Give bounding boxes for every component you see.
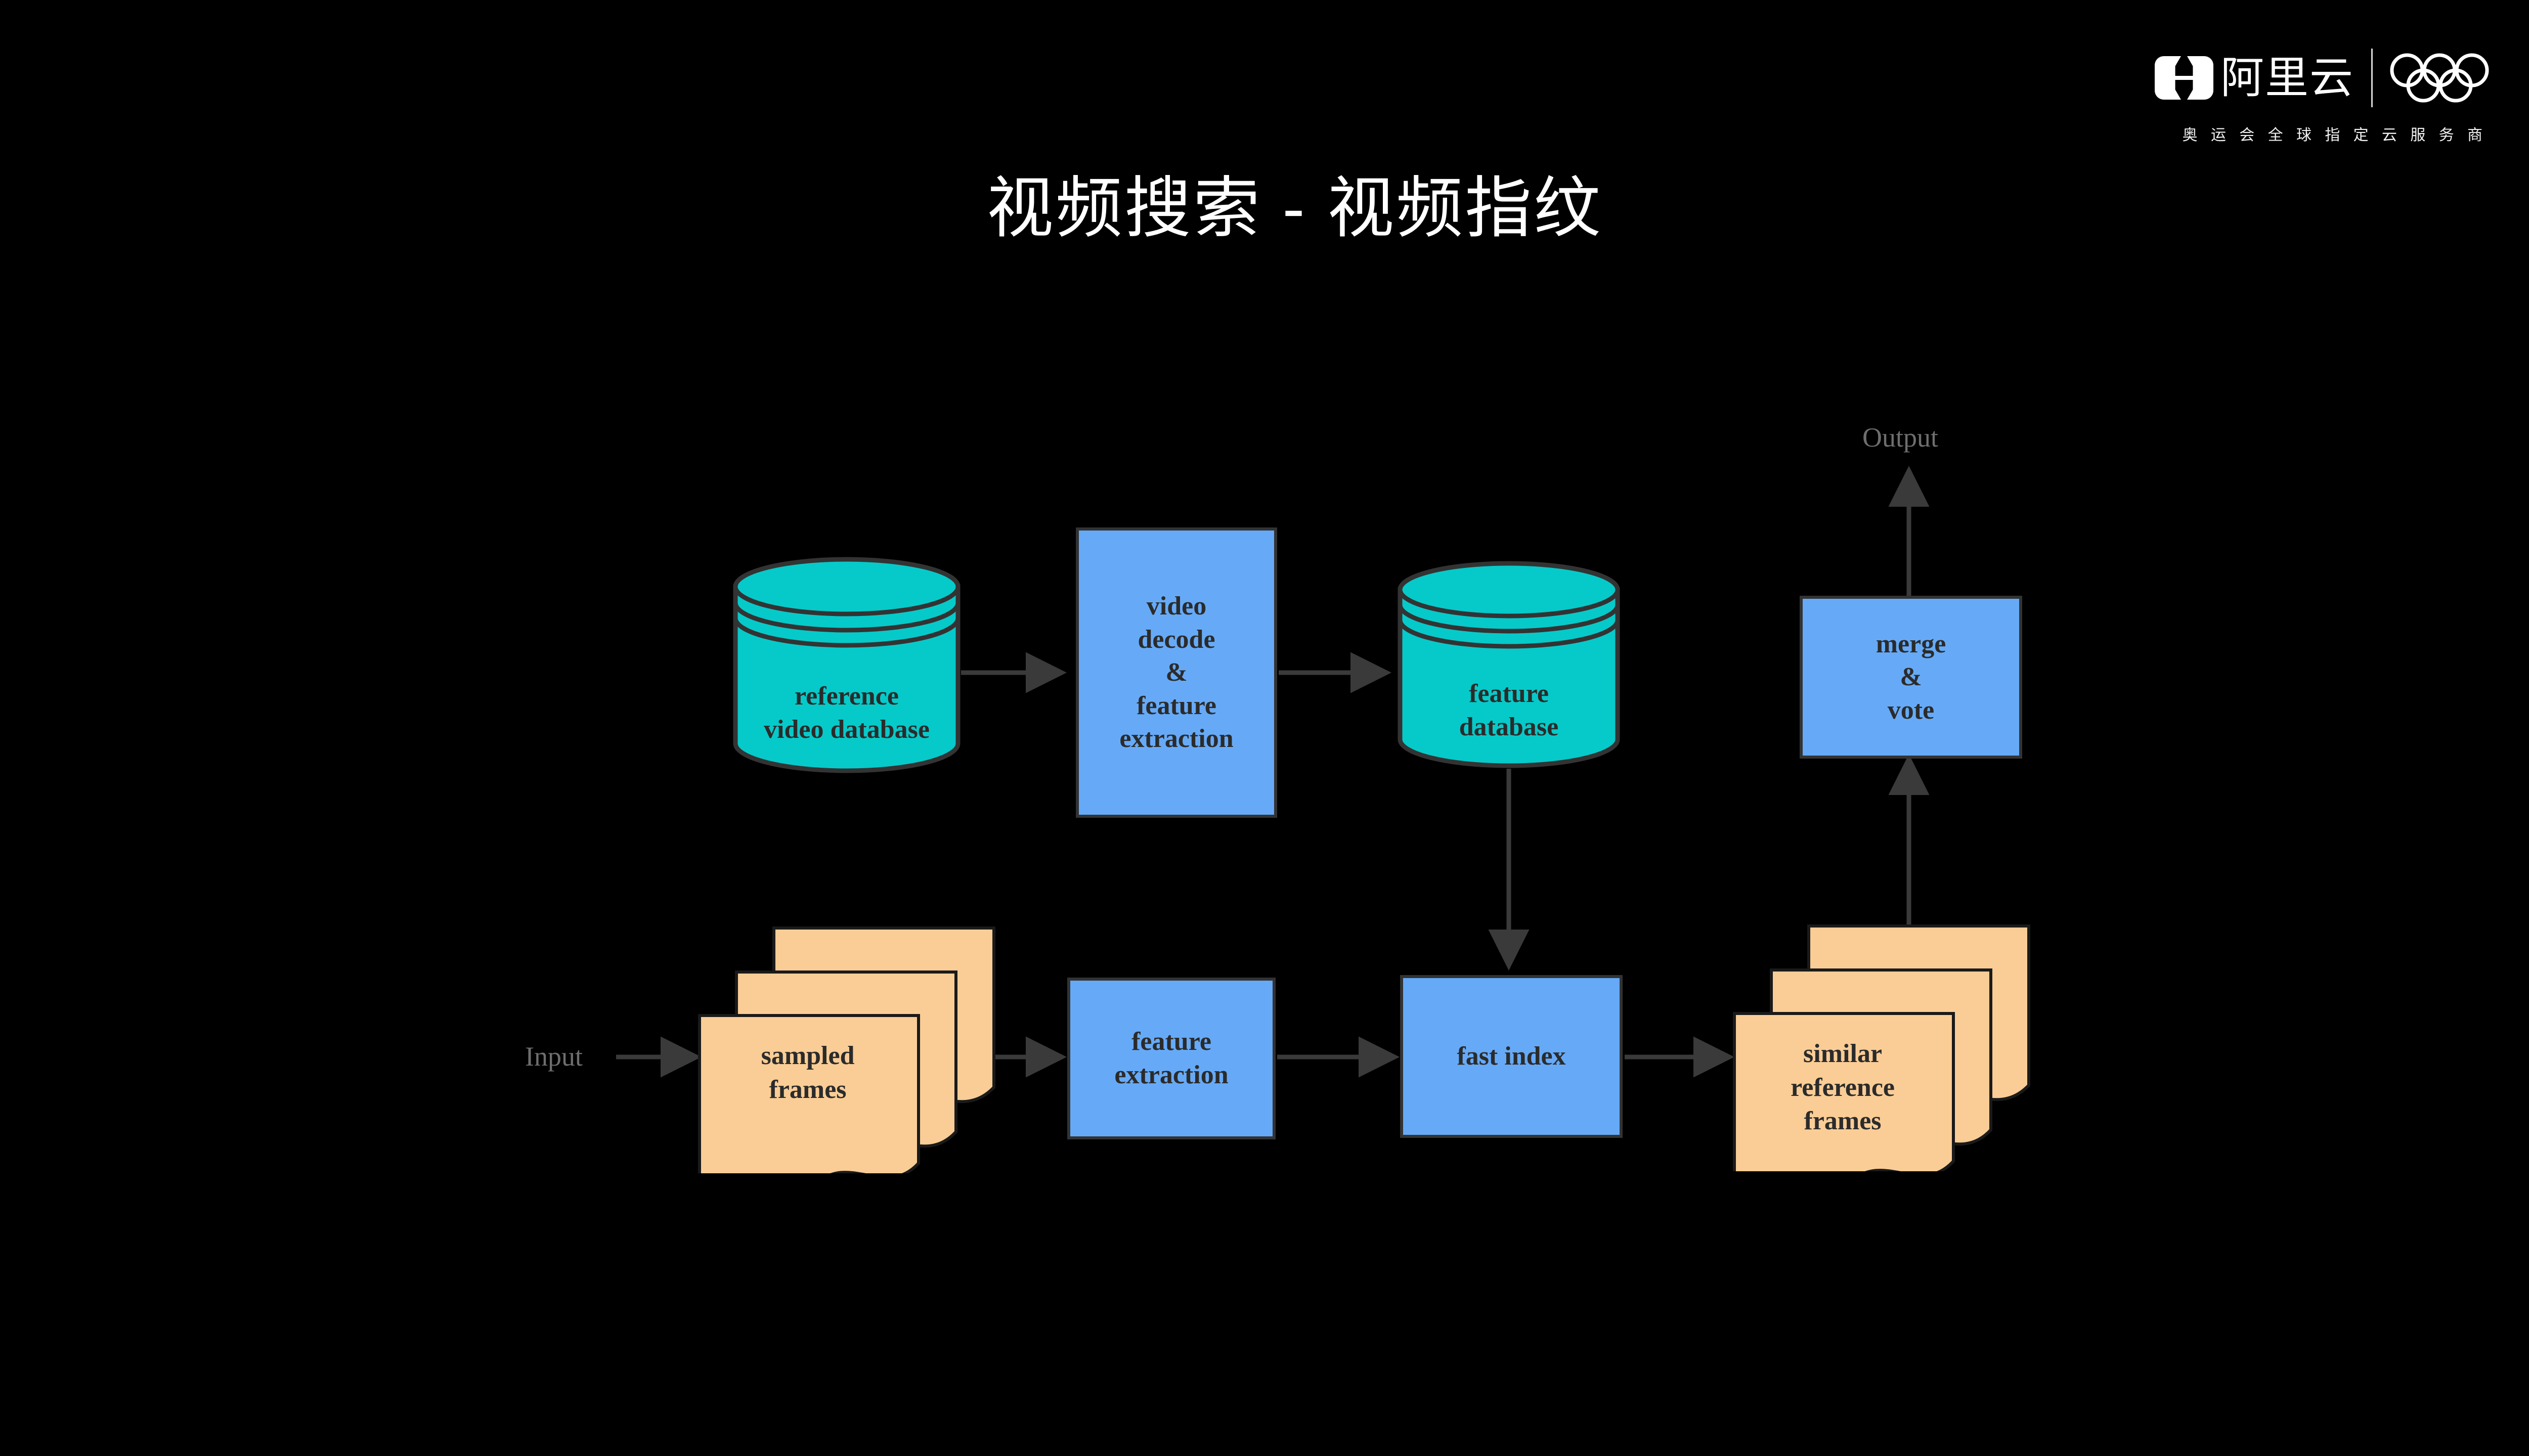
node-fast-index[interactable]: fast index	[1400, 975, 1623, 1138]
node-label: reference video database	[764, 682, 930, 744]
node-video-decode-feature-extraction[interactable]: video decode & feature extraction	[1076, 527, 1277, 818]
cylinder-shape	[733, 557, 961, 773]
brand-logo-row: 阿里云	[2155, 45, 2489, 111]
node-label: feature database	[1459, 679, 1559, 741]
input-label: Input	[525, 1041, 583, 1072]
brand-tagline: 奥 运 会 全 球 指 定 云 服 务 商	[2182, 127, 2487, 144]
page-title: 视频搜索 - 视频指纹	[986, 171, 1603, 245]
olympic-rings-icon	[2390, 53, 2489, 103]
node-reference-video-database[interactable]: reference video database	[732, 556, 961, 774]
node-label: video decode & feature extraction	[1119, 592, 1234, 754]
brand-logo-text: 阿里云	[2220, 54, 2354, 102]
node-label: merge & vote	[1876, 629, 1946, 725]
document-stack-shape	[698, 926, 995, 1173]
alibaba-cloud-mark-icon	[2155, 56, 2213, 100]
node-merge-vote[interactable]: merge & vote	[1800, 596, 2022, 759]
node-label: similar reference frames	[1791, 1039, 1895, 1136]
node-label: fast index	[1457, 1042, 1566, 1071]
output-label: Output	[1862, 422, 1939, 453]
brand-divider	[2371, 49, 2373, 107]
node-feature-extraction[interactable]: feature extraction	[1067, 978, 1276, 1139]
document-stack-shape	[1733, 924, 2030, 1171]
logo-dash	[2174, 76, 2194, 80]
node-label: feature extraction	[1114, 1027, 1229, 1089]
node-similar-reference-frames[interactable]: similar reference frames	[1732, 923, 2031, 1171]
node-sampled-frames[interactable]: sampled frames	[697, 925, 996, 1173]
node-feature-database[interactable]: feature database	[1397, 560, 1621, 769]
brand-logo-block: 阿里云 奥 运 会 全 球 指 定 云 服 务 商	[2155, 45, 2489, 145]
node-label: sampled frames	[761, 1041, 855, 1104]
cylinder-shape	[1398, 561, 1620, 768]
